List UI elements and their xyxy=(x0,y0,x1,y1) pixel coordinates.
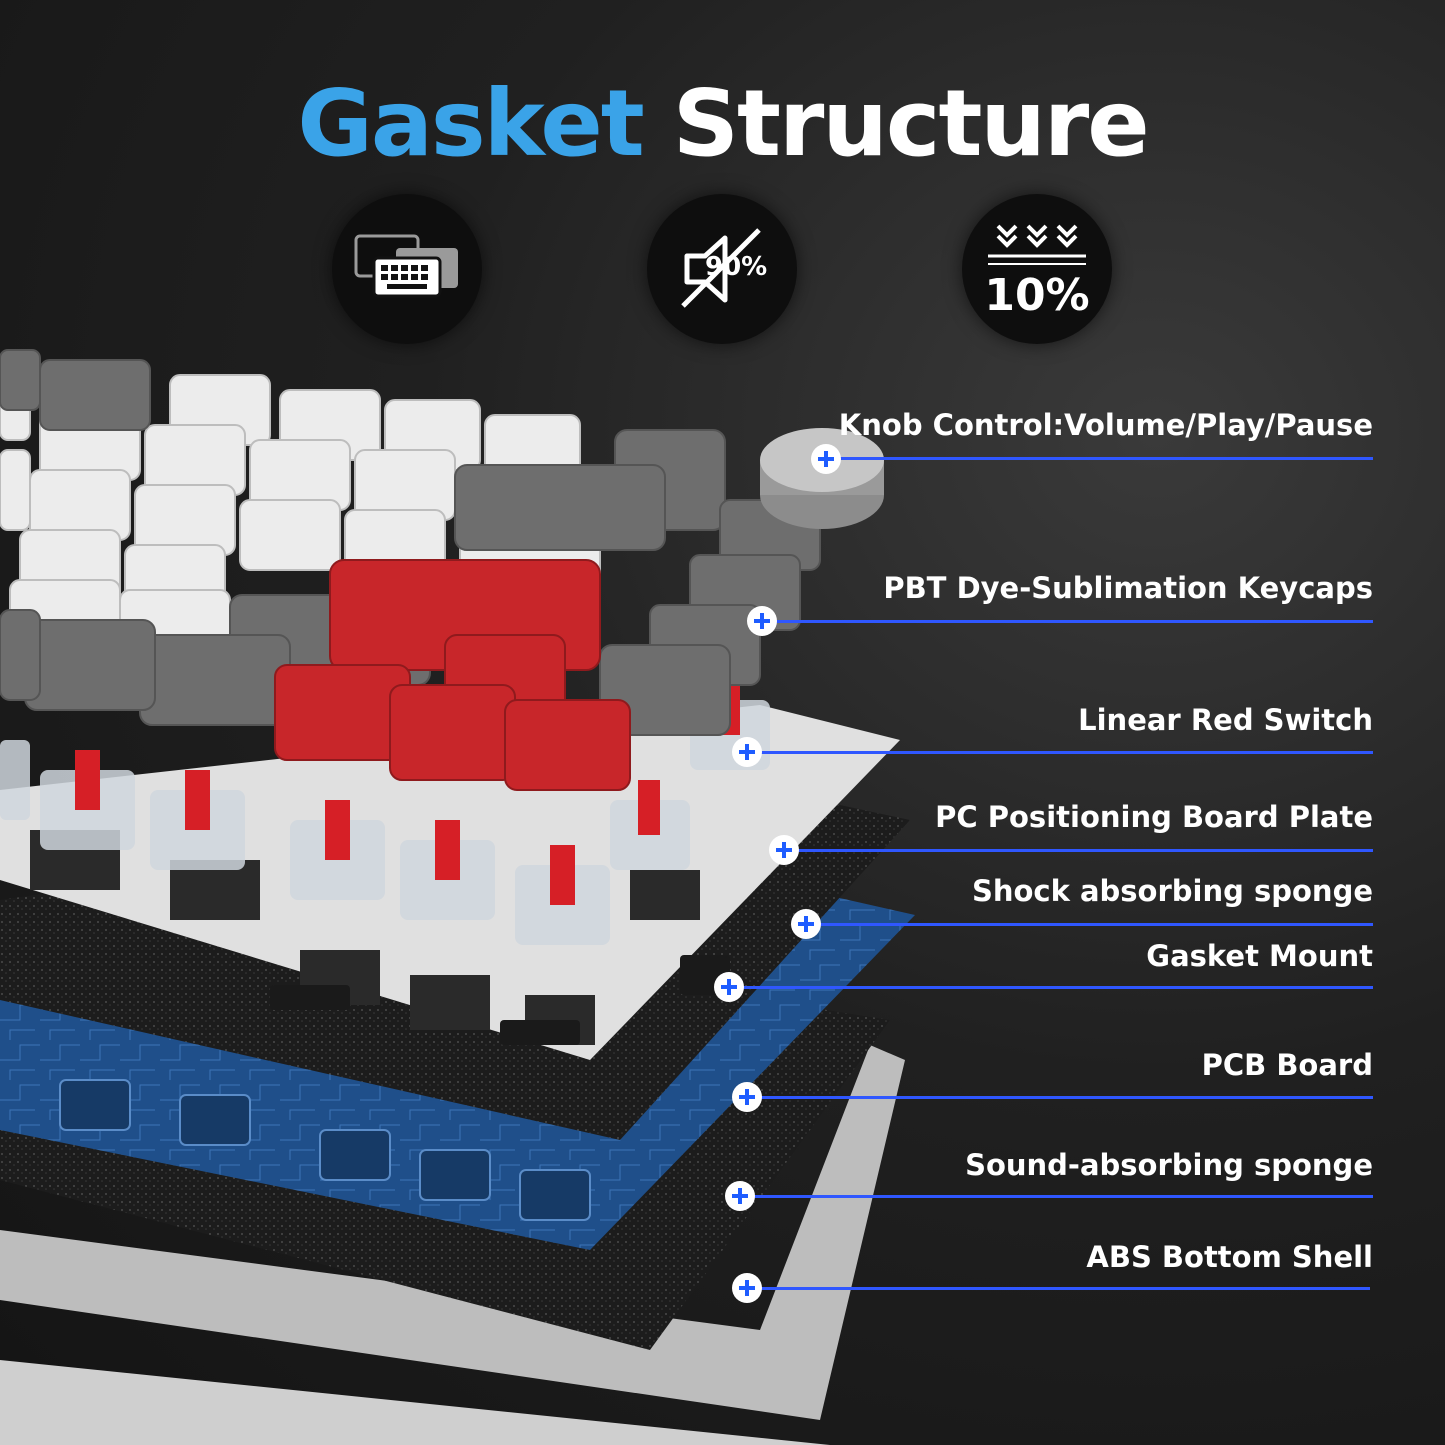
callout-line-switch xyxy=(760,751,1373,754)
keyboard-layers-badge xyxy=(332,194,482,344)
callout-line-knob xyxy=(840,457,1373,460)
compression-icon xyxy=(988,224,1086,265)
callout-line-pcb xyxy=(760,1096,1373,1099)
noise-reduction-value: 90% xyxy=(705,252,768,282)
callout-label-bottom-shell: ABS Bottom Shell xyxy=(1086,1240,1373,1274)
noise-reduction-badge: 90% xyxy=(647,194,797,344)
plus-marker-knob[interactable] xyxy=(811,444,841,474)
compression-badge: 10% xyxy=(962,194,1112,344)
plus-marker-keycaps[interactable] xyxy=(747,606,777,636)
title-accent-word: Gasket xyxy=(297,70,644,177)
callout-line-gasket-mount xyxy=(742,986,1373,989)
title-main-word: Structure xyxy=(672,70,1150,177)
callout-line-bottom-shell xyxy=(760,1287,1370,1290)
plus-marker-shock-sponge[interactable] xyxy=(791,909,821,939)
callout-line-keycaps xyxy=(776,620,1373,623)
plus-marker-bottom-shell[interactable] xyxy=(732,1273,762,1303)
callout-line-plate xyxy=(797,849,1373,852)
callout-label-keycaps: PBT Dye-Sublimation Keycaps xyxy=(883,571,1373,605)
plus-marker-pcb[interactable] xyxy=(732,1082,762,1112)
page-title: Gasket Structure xyxy=(0,70,1445,177)
callout-line-sound-sponge xyxy=(754,1195,1373,1198)
plus-marker-gasket-mount[interactable] xyxy=(714,972,744,1002)
callout-label-switch: Linear Red Switch xyxy=(1078,703,1373,737)
plus-marker-plate[interactable] xyxy=(769,835,799,865)
callout-label-shock-sponge: Shock absorbing sponge xyxy=(971,874,1373,908)
noise-reduction-icon xyxy=(681,228,761,308)
compression-value: 10% xyxy=(984,270,1090,321)
callout-line-shock-sponge xyxy=(820,923,1373,926)
plus-marker-switch[interactable] xyxy=(732,737,762,767)
callout-label-plate: PC Positioning Board Plate xyxy=(935,800,1373,834)
callout-label-pcb: PCB Board xyxy=(1201,1048,1373,1082)
callout-label-gasket-mount: Gasket Mount xyxy=(1146,939,1373,973)
plus-marker-sound-sponge[interactable] xyxy=(725,1181,755,1211)
callout-label-knob: Knob Control:Volume/Play/Pause xyxy=(838,408,1373,442)
keyboard-layers-icon xyxy=(354,234,458,298)
callout-label-sound-sponge: Sound-absorbing sponge xyxy=(965,1148,1373,1182)
